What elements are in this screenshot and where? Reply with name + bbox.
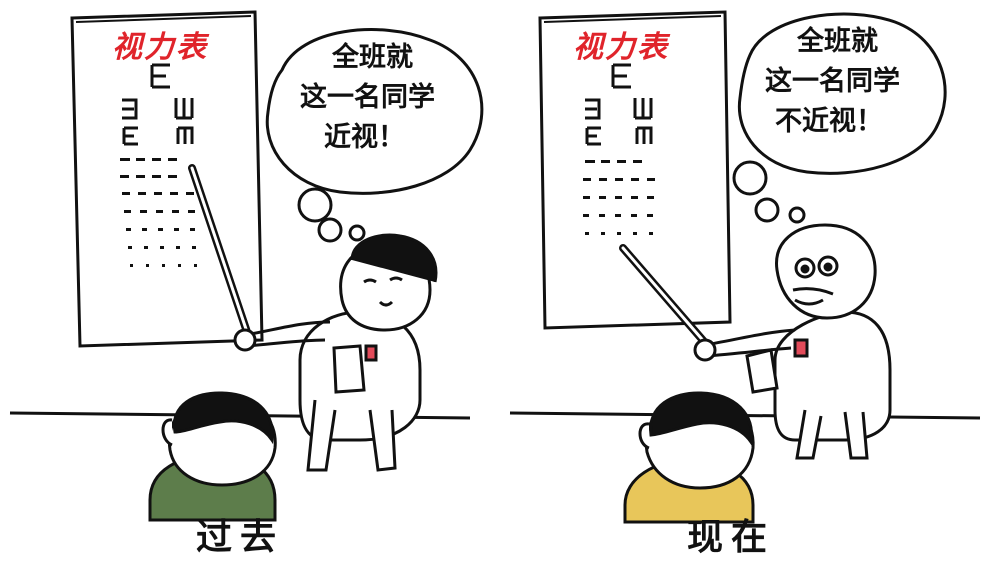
bubble-line: 全班就 bbox=[797, 26, 878, 57]
child-figure bbox=[623, 391, 755, 524]
panel-past: 视力表 全班就 这一名同学 近视！ 过去 bbox=[9, 10, 484, 558]
caption-present: 现在 bbox=[687, 516, 776, 558]
eye-chart-letters bbox=[585, 63, 653, 146]
bubble-line: 这一名同学 bbox=[765, 66, 900, 97]
thought-dot bbox=[732, 160, 768, 196]
thought-dot bbox=[348, 224, 366, 242]
eye-chart-title: 视力表 bbox=[112, 30, 208, 65]
eye-chart-small-letters bbox=[120, 158, 197, 267]
caption-past: 过去 bbox=[196, 516, 285, 558]
bubble-line: 全班就 bbox=[332, 42, 413, 73]
bubble-line: 这一名同学 bbox=[300, 82, 435, 113]
panel-present: 视力表 全班就 这一名同学 不近视！ 现在 bbox=[495, 0, 990, 562]
thought-dot bbox=[788, 206, 806, 224]
bubble-line: 不近视！ bbox=[775, 106, 883, 137]
eye-chart-board bbox=[70, 10, 264, 348]
eye-chart-letters bbox=[122, 63, 194, 146]
bubble-text: 全班就 这一名同学 近视！ bbox=[300, 38, 435, 158]
thought-dot bbox=[317, 217, 343, 243]
eye-chart-small-letters bbox=[583, 160, 655, 235]
bubble-text: 全班就 这一名同学 不近视！ bbox=[765, 22, 900, 142]
teacher-figure bbox=[233, 233, 438, 472]
thought-bubble bbox=[737, 12, 947, 175]
thought-dot bbox=[754, 197, 780, 223]
teacher-figure bbox=[693, 223, 892, 460]
thought-dot bbox=[297, 187, 333, 223]
eye-chart-title: 视力表 bbox=[573, 30, 669, 65]
bubble-line: 近视！ bbox=[324, 122, 405, 153]
scene-past-illustration bbox=[9, 10, 484, 522]
scene-present-illustration bbox=[509, 10, 981, 524]
thought-bubble bbox=[265, 28, 484, 195]
eye-chart-board bbox=[538, 10, 732, 330]
child-figure bbox=[148, 391, 277, 522]
